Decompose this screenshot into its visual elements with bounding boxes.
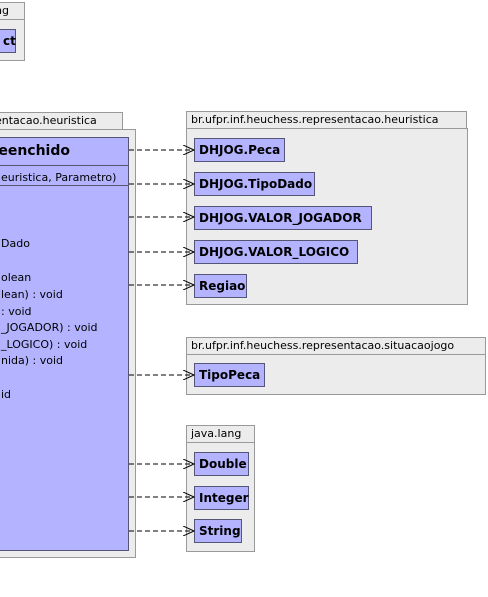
class-member: lean) : void: [1, 288, 63, 301]
package-label: ng: [0, 4, 9, 17]
package-label: br.ufpr.inf.heuchess.representacao.heuri…: [191, 113, 439, 126]
package-label: br.ufpr.inf.heuchess.representacao.situa…: [191, 339, 455, 352]
class-member: nida) : void: [1, 354, 64, 367]
class-member: id: [1, 388, 12, 401]
class-member: olean: [1, 271, 32, 284]
class-member: euristica, Parametro): [1, 171, 117, 184]
class-box-double[interactable]: Double: [194, 452, 249, 476]
class-member: Dado: [1, 237, 30, 250]
package-tab-top: ng: [0, 2, 25, 19]
class-box-peca[interactable]: DHJOG.Peca: [194, 138, 285, 162]
class-box-valor-logico[interactable]: DHJOG.VALOR_LOGICO: [194, 240, 358, 264]
class-divider: [0, 185, 128, 186]
class-member: _LOGICO) : void: [1, 338, 88, 351]
class-divider: [0, 165, 128, 166]
class-box-valor-jogador[interactable]: DHJOG.VALOR_JOGADOR: [194, 206, 372, 230]
class-box-integer[interactable]: Integer: [194, 486, 249, 510]
package-tab-heuristica: br.ufpr.inf.heuchess.representacao.heuri…: [186, 111, 467, 128]
package-label: java.lang: [191, 427, 242, 440]
package-tab-left: entacao.heuristica: [0, 112, 123, 129]
class-box-string[interactable]: String: [194, 519, 242, 543]
class-box-tipodado[interactable]: DHJOG.TipoDado: [194, 172, 315, 196]
class-box-tipopeca[interactable]: TipoPeca: [194, 363, 265, 387]
class-box-regiao[interactable]: Regiao: [194, 274, 247, 298]
class-box-top[interactable]: ct: [0, 29, 16, 53]
package-tab-java-lang: java.lang: [186, 425, 255, 442]
class-title: reenchido: [0, 143, 70, 159]
main-class-box[interactable]: reenchido euristica, Parametro) Dado olean…: [0, 137, 129, 551]
package-tab-situacaojogo: br.ufpr.inf.heuchess.representacao.situa…: [186, 337, 486, 354]
package-label: entacao.heuristica: [0, 114, 97, 127]
class-member: : void: [1, 305, 32, 318]
class-member: _JOGADOR) : void: [1, 321, 98, 334]
